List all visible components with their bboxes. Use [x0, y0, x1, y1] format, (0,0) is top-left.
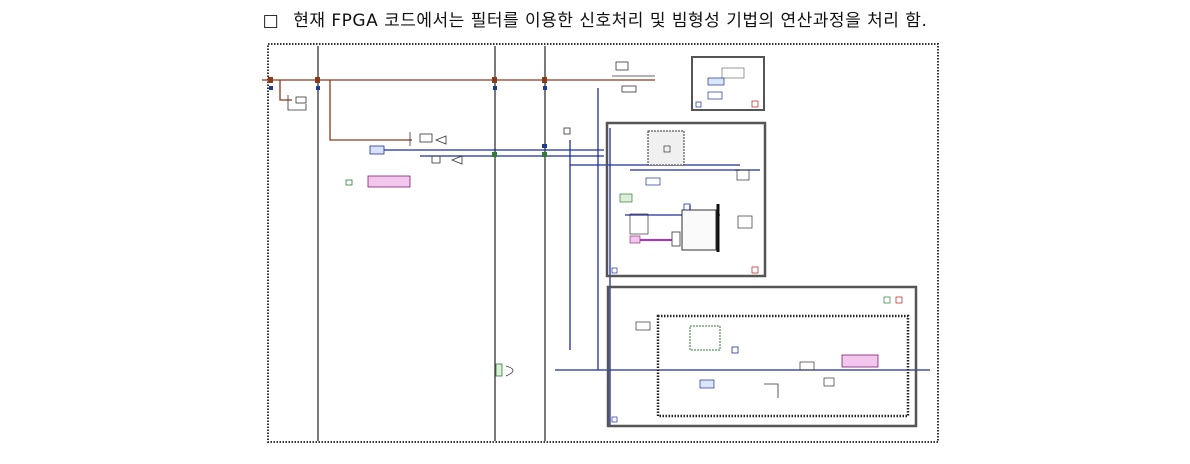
- pink-control: [345, 175, 411, 188]
- nodes-divider: [492, 144, 547, 157]
- top-node: [563, 61, 655, 135]
- compare-node: [409, 132, 447, 146]
- caption-text: 현재 FPGA 코드에서는 필터를 이용한 신호처리 및 빔형성 기법의 연산과…: [293, 11, 928, 31]
- or-gate-node: [495, 363, 514, 377]
- case-box-small: [691, 56, 765, 111]
- outer-loop-frame: [267, 43, 939, 443]
- init-node: [287, 95, 307, 111]
- error-wire: [262, 79, 655, 141]
- index-node: [369, 145, 463, 165]
- case-box-middle: [605, 121, 767, 278]
- caption: □ 현재 FPGA 코드에서는 필터를 이용한 신호처리 및 빔형성 기법의 연산…: [0, 6, 1190, 31]
- wire-terminals: [268, 77, 547, 90]
- sequence-dividers: [317, 46, 546, 441]
- bullet-square-icon: □: [262, 11, 280, 31]
- case-box-bottom: [606, 285, 918, 428]
